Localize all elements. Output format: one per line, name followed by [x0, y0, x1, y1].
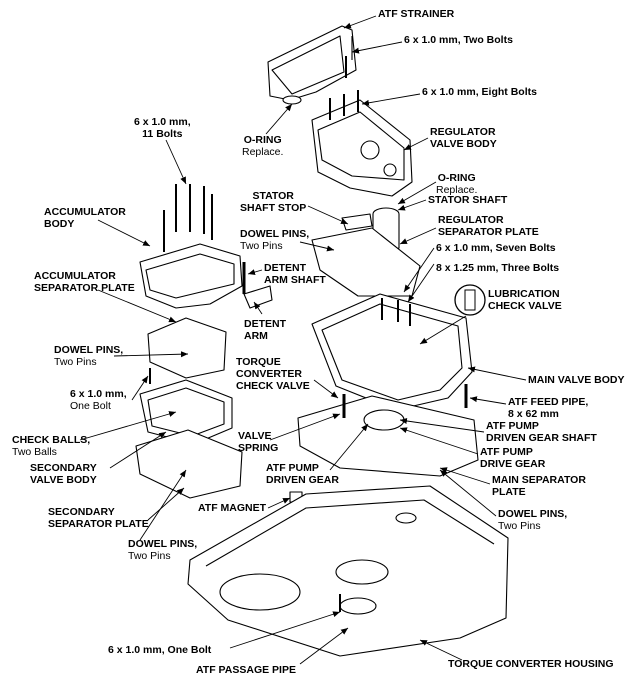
bolts-group [149, 56, 411, 612]
label-bolts-three: 8 x 1.25 mm, Three Bolts [436, 262, 560, 274]
main-valve-body-part [311, 293, 473, 411]
label-atf-magnet: ATF MAGNET [198, 502, 267, 514]
label-bolt-one-bottom: 6 x 1.0 mm, One Bolt [108, 644, 212, 656]
label-torque-converter-housing: TORQUE CONVERTER HOUSING [448, 658, 614, 670]
atf-strainer-part [267, 25, 357, 105]
secondary-separator-plate-part [135, 429, 243, 499]
accumulator-body-part [139, 243, 243, 309]
label-bolts-regulator: 6 x 1.0 mm, Eight Bolts [422, 86, 537, 98]
label-bolts-seven: 6 x 1.0 mm, Seven Bolts [436, 242, 556, 254]
stator-shaft-stop-part [341, 213, 373, 231]
label-dowel-pins-left: DOWEL PINS,Two Pins [54, 344, 124, 368]
secondary-valve-body-part [139, 379, 233, 445]
atf-pump-gear-part [363, 409, 405, 431]
label-bolts-strainer: 6 x 1.0 mm, Two Bolts [404, 34, 513, 46]
label-atf-strainer: ATF STRAINER [378, 8, 455, 20]
detent-arm-part [243, 285, 273, 309]
torque-converter-housing-part [187, 485, 509, 657]
label-dowel-pins-top: DOWEL PINS,Two Pins [240, 228, 310, 252]
regulator-valve-body-part [311, 99, 413, 197]
label-check-balls: CHECK BALLS,Two Balls [12, 434, 91, 458]
label-dowel-pins-bottom-right: DOWEL PINS,Two Pins [498, 508, 568, 532]
label-main-valve-body: MAIN VALVE BODY [528, 374, 625, 386]
label-atf-feed-pipe: ATF FEED PIPE,8 x 62 mm [508, 396, 589, 420]
leader-lines [79, 15, 527, 665]
accumulator-separator-plate-part [147, 317, 227, 379]
label-atf-passage-pipe: ATF PASSAGE PIPE [196, 664, 296, 676]
lubrication-check-valve-callout [454, 284, 486, 316]
label-bolt-one-left: 6 x 1.0 mm,One Bolt [70, 388, 127, 412]
regulator-separator-plate-part [311, 227, 421, 297]
label-dowel-pins-bottom-left: DOWEL PINS,Two Pins [128, 538, 198, 562]
label-stator-shaft: STATOR SHAFT [428, 194, 508, 206]
label-bolts-accumulator: 6 x 1.0 mm,11 Bolts [134, 116, 191, 140]
